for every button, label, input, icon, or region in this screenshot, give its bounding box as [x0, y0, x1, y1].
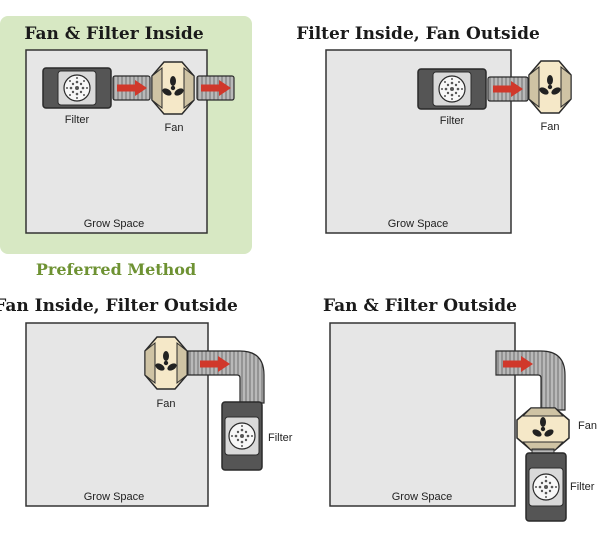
panel-fan-filter-outside: Fan & Filter Outside Grow Space Fan Filt…: [323, 296, 597, 522]
filter-label: Filter: [268, 432, 293, 444]
filter-label: Filter: [65, 114, 90, 126]
panel-title: Fan & Filter Inside: [24, 24, 203, 44]
grow-space-label: Grow Space: [84, 218, 145, 230]
panel-fan-inside-filter-outside: Fan Inside, Filter Outside Grow Space Fa…: [0, 296, 293, 507]
panel-title: Filter Inside, Fan Outside: [296, 24, 540, 44]
fan-label: Fan: [157, 398, 176, 410]
grow-space-box: [329, 322, 516, 507]
filter-icon: [42, 67, 112, 109]
preferred-method-label: Preferred Method: [36, 260, 196, 279]
filter-icon: [417, 68, 487, 110]
filter-icon: [221, 401, 263, 471]
panel-title: Fan Inside, Filter Outside: [0, 296, 238, 316]
fan-label: Fan: [541, 121, 560, 133]
fan-label: Fan: [165, 122, 184, 134]
fan-icon: [516, 407, 570, 451]
panel-filter-inside-fan-outside: Filter Inside, Fan Outside Grow Space Fi…: [296, 24, 572, 234]
fan-label: Fan: [578, 420, 597, 432]
panel-fan-filter-inside: Fan & Filter Inside Grow Space Filter Fa…: [0, 16, 252, 254]
fan-icon: [151, 61, 195, 115]
grow-space-label: Grow Space: [392, 491, 453, 503]
filter-label: Filter: [440, 115, 465, 127]
panel-title: Fan & Filter Outside: [323, 296, 517, 316]
fan-icon: [144, 336, 188, 390]
grow-space-label: Grow Space: [388, 218, 449, 230]
fan-icon: [528, 60, 572, 114]
grow-space-label: Grow Space: [84, 491, 145, 503]
filter-icon: [525, 452, 567, 522]
filter-label: Filter: [570, 481, 595, 493]
